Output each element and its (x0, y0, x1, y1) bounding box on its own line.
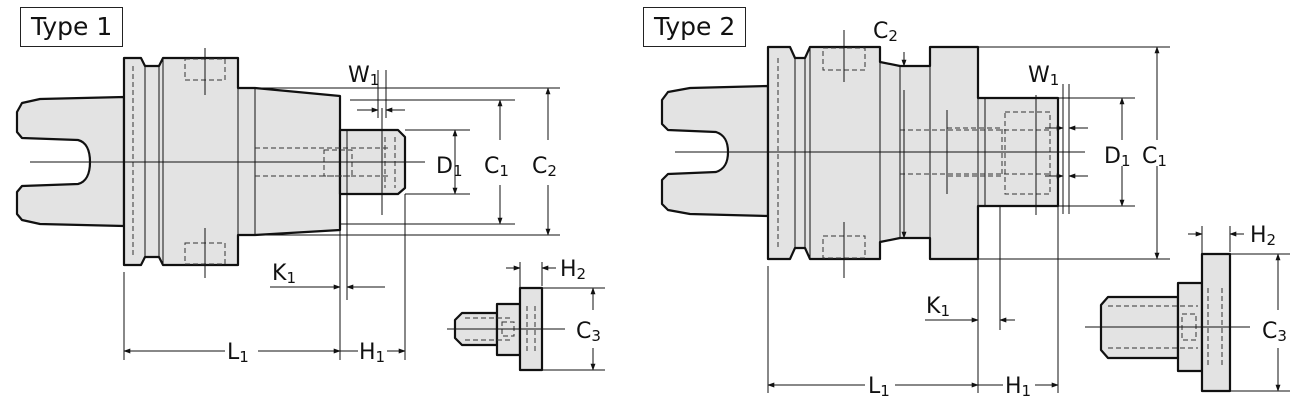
svg-text:C2: C2 (873, 19, 898, 45)
type1-l-label: L (227, 340, 240, 365)
svg-text:H1: H1 (359, 340, 385, 366)
type1-w-subscript: 1 (370, 71, 380, 89)
type2-h1-subscript: 1 (1022, 382, 1032, 400)
svg-text:C3: C3 (576, 319, 601, 345)
type1-k-subscript: 1 (286, 269, 296, 287)
type1-h1-subscript: 1 (376, 348, 386, 366)
type1-h2-subscript: 2 (577, 265, 587, 283)
type1-d-label: D (436, 154, 453, 179)
type2-drawing: C2 W1 D1 C1 K1 L1 H1 (660, 19, 1290, 400)
type1-w-label: W (348, 63, 370, 88)
type2-c3-label: C (1262, 319, 1277, 344)
type2-l-label: L (868, 374, 881, 399)
type1-c1-label: C (484, 154, 499, 179)
type1-c3-label: C (576, 319, 591, 344)
type2-d-subscript: 1 (1121, 152, 1131, 170)
type1-pin (447, 286, 565, 372)
type2-title: Type 2 (643, 7, 747, 47)
type1-c3-subscript: 3 (591, 327, 601, 345)
type2-c1-label: C (1142, 144, 1157, 169)
svg-text:K1: K1 (272, 261, 296, 287)
svg-text:H1: H1 (1005, 374, 1031, 400)
svg-text:W1: W1 (348, 63, 379, 89)
svg-text:L1: L1 (227, 340, 249, 366)
type1-l-subscript: 1 (239, 348, 249, 366)
type2-fork (660, 84, 770, 218)
type2-k-label: K (926, 294, 941, 319)
type1-c2-subscript: 2 (547, 162, 557, 180)
type2-body (766, 45, 1060, 261)
svg-text:D1: D1 (436, 154, 463, 180)
svg-text:L1: L1 (868, 374, 890, 400)
type1-c2-label: C (532, 154, 547, 179)
type2-d-label: D (1104, 144, 1121, 169)
type2-c1-subscript: 1 (1157, 152, 1167, 170)
svg-text:W1: W1 (1028, 63, 1059, 89)
type2-pin (1085, 252, 1250, 393)
svg-text:H2: H2 (1250, 223, 1276, 249)
type2-h2-label: H (1250, 223, 1267, 248)
type2-c2-subscript: 2 (888, 27, 898, 45)
type2-w-label: W (1028, 63, 1050, 88)
svg-text:C3: C3 (1262, 319, 1287, 345)
svg-text:C1: C1 (1142, 144, 1167, 170)
svg-text:D1: D1 (1104, 144, 1131, 170)
svg-text:K1: K1 (926, 294, 950, 320)
type2-w-subscript: 1 (1050, 71, 1060, 89)
type2-h2-subscript: 2 (1267, 231, 1277, 249)
svg-text:H2: H2 (560, 257, 586, 283)
svg-text:C2: C2 (532, 154, 557, 180)
type1-drawing: W1 D1 C1 C2 K1 L1 H1 (15, 48, 605, 372)
type2-h1-label: H (1005, 374, 1022, 399)
type2-l-subscript: 1 (880, 382, 890, 400)
type2-c3-subscript: 3 (1277, 327, 1287, 345)
type2-k-subscript: 1 (940, 302, 950, 320)
type1-title: Type 1 (20, 7, 124, 47)
type1-h2-label: H (560, 257, 577, 282)
type2-c2-label: C (873, 19, 888, 44)
svg-text:C1: C1 (484, 154, 509, 180)
type1-h1-label: H (359, 340, 376, 365)
type1-k-label: K (272, 261, 287, 286)
type1-c1-subscript: 1 (499, 162, 509, 180)
type1-d-subscript: 1 (453, 162, 463, 180)
